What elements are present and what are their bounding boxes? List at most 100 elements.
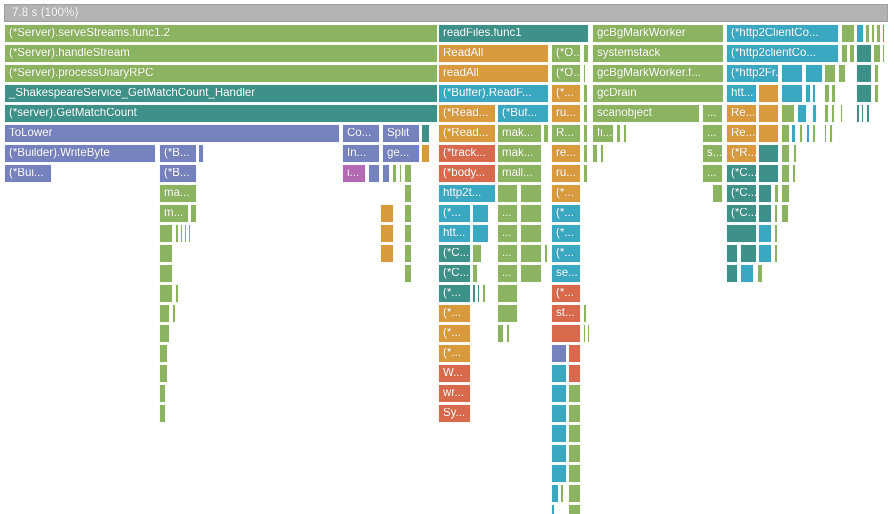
flame-frame-unlabeled[interactable] bbox=[849, 44, 855, 63]
flame-frame[interactable]: (*body... bbox=[438, 164, 496, 183]
flame-frame[interactable]: http2t... bbox=[438, 184, 496, 203]
flame-frame[interactable]: ... bbox=[497, 264, 518, 283]
flame-frame[interactable]: Co... bbox=[342, 124, 380, 143]
flame-frame-unlabeled[interactable] bbox=[472, 284, 476, 303]
flame-frame[interactable]: gcBgMarkWorker.f... bbox=[592, 64, 724, 83]
flame-frame[interactable]: (*... bbox=[438, 284, 471, 303]
flame-frame[interactable]: (*Server).handleStream bbox=[4, 44, 438, 63]
flame-frame-unlabeled[interactable] bbox=[159, 244, 173, 263]
flame-frame[interactable]: (*... bbox=[551, 204, 581, 223]
flame-frame-unlabeled[interactable] bbox=[583, 104, 588, 123]
flame-frame[interactable]: gcBgMarkWorker bbox=[592, 24, 724, 43]
flame-frame[interactable]: (*O... bbox=[551, 64, 581, 83]
flame-frame-unlabeled[interactable] bbox=[781, 84, 803, 103]
flame-frame-unlabeled[interactable] bbox=[874, 84, 879, 103]
flame-frame-unlabeled[interactable] bbox=[824, 104, 829, 123]
flame-frame-unlabeled[interactable] bbox=[792, 164, 796, 183]
flame-frame[interactable]: ... bbox=[702, 124, 723, 143]
flame-frame-unlabeled[interactable] bbox=[774, 244, 778, 263]
flame-frame[interactable]: mall... bbox=[497, 164, 542, 183]
flame-frame[interactable]: (*R... bbox=[726, 144, 757, 163]
flame-frame-unlabeled[interactable] bbox=[861, 104, 864, 123]
flame-frame-unlabeled[interactable] bbox=[382, 164, 390, 183]
flame-frame[interactable]: wr... bbox=[438, 384, 471, 403]
flame-frame-unlabeled[interactable] bbox=[551, 384, 567, 403]
flame-frame-unlabeled[interactable] bbox=[520, 244, 542, 263]
flame-frame-unlabeled[interactable] bbox=[520, 204, 542, 223]
flame-frame-unlabeled[interactable] bbox=[774, 204, 778, 223]
flame-frame[interactable]: (*... bbox=[438, 344, 471, 363]
flame-frame-unlabeled[interactable] bbox=[159, 224, 173, 243]
flame-frame-unlabeled[interactable] bbox=[380, 244, 394, 263]
flame-frame-unlabeled[interactable] bbox=[781, 104, 795, 123]
flame-frame[interactable]: (*... bbox=[551, 284, 581, 303]
flame-frame-unlabeled[interactable] bbox=[543, 124, 549, 143]
flame-frame-unlabeled[interactable] bbox=[497, 184, 518, 203]
flame-frame-unlabeled[interactable] bbox=[551, 344, 567, 363]
flame-frame-unlabeled[interactable] bbox=[758, 244, 772, 263]
flame-frame-unlabeled[interactable] bbox=[805, 84, 811, 103]
flame-frame-unlabeled[interactable] bbox=[175, 284, 179, 303]
flame-frame-unlabeled[interactable] bbox=[380, 224, 394, 243]
flame-frame-unlabeled[interactable] bbox=[812, 104, 817, 123]
flame-frame-unlabeled[interactable] bbox=[758, 104, 779, 123]
flame-frame[interactable]: Split bbox=[382, 124, 420, 143]
flame-frame-unlabeled[interactable] bbox=[840, 104, 843, 123]
flame-frame[interactable]: htt... bbox=[726, 84, 757, 103]
flame-frame[interactable]: Sy... bbox=[438, 404, 471, 423]
flame-frame[interactable]: gcDrain bbox=[592, 84, 724, 103]
flame-frame[interactable]: ma... bbox=[159, 184, 197, 203]
flame-frame-unlabeled[interactable] bbox=[551, 324, 581, 343]
flame-frame[interactable]: W... bbox=[438, 364, 471, 383]
flame-frame-unlabeled[interactable] bbox=[583, 164, 588, 183]
flame-frame-unlabeled[interactable] bbox=[551, 504, 555, 514]
flame-frame-unlabeled[interactable] bbox=[757, 264, 763, 283]
flame-frame[interactable]: ge... bbox=[382, 144, 420, 163]
flame-frame-unlabeled[interactable] bbox=[774, 184, 779, 203]
flame-frame-unlabeled[interactable] bbox=[882, 44, 885, 63]
flame-frame[interactable]: (*track... bbox=[438, 144, 496, 163]
flame-frame-unlabeled[interactable] bbox=[781, 164, 790, 183]
flame-frame[interactable]: In... bbox=[342, 144, 380, 163]
flame-frame-unlabeled[interactable] bbox=[781, 184, 790, 203]
flame-frame-unlabeled[interactable] bbox=[583, 44, 589, 63]
flame-frame-unlabeled[interactable] bbox=[159, 304, 170, 323]
flame-frame-unlabeled[interactable] bbox=[812, 84, 816, 103]
flame-frame-unlabeled[interactable] bbox=[882, 24, 885, 43]
flame-frame-unlabeled[interactable] bbox=[404, 224, 412, 243]
flame-frame[interactable]: ru... bbox=[551, 104, 581, 123]
flame-frame-unlabeled[interactable] bbox=[587, 324, 590, 343]
flame-frame-unlabeled[interactable] bbox=[551, 424, 567, 443]
flame-frame[interactable]: systemstack bbox=[592, 44, 724, 63]
flame-frame-unlabeled[interactable] bbox=[568, 444, 581, 463]
flame-frame-unlabeled[interactable] bbox=[758, 164, 779, 183]
flame-frame[interactable]: (*Buffer).ReadF... bbox=[438, 84, 549, 103]
flame-frame-unlabeled[interactable] bbox=[404, 264, 412, 283]
flame-frame-unlabeled[interactable] bbox=[506, 324, 510, 343]
flame-frame-unlabeled[interactable] bbox=[600, 144, 604, 163]
flame-frame[interactable]: s... bbox=[702, 144, 723, 163]
flame-frame-unlabeled[interactable] bbox=[568, 364, 581, 383]
flame-frame-unlabeled[interactable] bbox=[616, 124, 621, 143]
flame-frame[interactable]: (*C... bbox=[726, 204, 757, 223]
flame-frame-unlabeled[interactable] bbox=[520, 184, 542, 203]
flame-frame-unlabeled[interactable] bbox=[380, 204, 394, 223]
flame-frame-unlabeled[interactable] bbox=[758, 84, 779, 103]
flame-frame-unlabeled[interactable] bbox=[175, 224, 179, 243]
flame-frame-unlabeled[interactable] bbox=[583, 84, 588, 103]
flame-frame[interactable]: (*... bbox=[551, 84, 581, 103]
flame-frame[interactable]: st... bbox=[551, 304, 581, 323]
flame-frame-unlabeled[interactable] bbox=[740, 264, 754, 283]
flame-frame-unlabeled[interactable] bbox=[172, 304, 176, 323]
flame-frame-unlabeled[interactable] bbox=[583, 324, 586, 343]
flame-frame[interactable]: (*... bbox=[438, 324, 471, 343]
flame-frame-unlabeled[interactable] bbox=[159, 404, 166, 423]
flame-frame[interactable]: ToLower bbox=[4, 124, 340, 143]
flame-frame-unlabeled[interactable] bbox=[568, 484, 581, 503]
flame-frame[interactable]: R... bbox=[551, 124, 581, 143]
flame-frame[interactable]: (*C... bbox=[438, 244, 471, 263]
flame-frame-unlabeled[interactable] bbox=[551, 364, 567, 383]
flame-frame-unlabeled[interactable] bbox=[568, 464, 581, 483]
flame-frame[interactable]: readFiles.func1 bbox=[438, 24, 589, 43]
flame-frame[interactable]: readAll bbox=[438, 64, 549, 83]
